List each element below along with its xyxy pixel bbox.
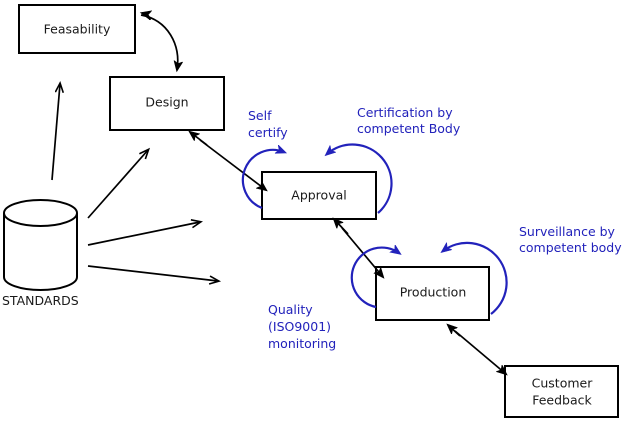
annotation-certification-line1: Certification by <box>357 105 453 120</box>
edge-design-to-feasability-down <box>140 14 178 70</box>
loop-certification-arc <box>327 143 393 214</box>
node-customer-feedback-label-line2: Feedback <box>532 393 592 408</box>
node-standards-label: STANDARDS <box>2 293 79 308</box>
loop-self-certify <box>241 150 284 210</box>
edge-standards-to-feasability <box>51 84 60 181</box>
edge-design-to-feasability <box>141 13 178 70</box>
annotation-quality-line3: monitoring <box>268 336 336 351</box>
edge-design-to-feasability-up <box>142 13 150 21</box>
annotation-surveillance-line1: Surveillance by <box>519 224 616 239</box>
loop-certification-by-competent-body <box>327 143 393 214</box>
annotation-quality-line2: (ISO9001) <box>268 319 331 334</box>
annotation-surveillance-by-competent-body: Surveillance by competent body <box>519 224 622 255</box>
node-customer-feedback-label-line1: Customer <box>532 376 594 391</box>
annotation-self-certify: Self certify <box>248 108 288 140</box>
edge-approval-to-design-up <box>190 132 208 146</box>
node-production-label: Production <box>400 285 467 300</box>
edge-standards-to-production <box>87 265 218 281</box>
annotation-self-certify-line1: Self <box>248 108 272 123</box>
edge-approval-to-production-down <box>341 227 383 277</box>
loop-surveillance-arc <box>443 243 508 315</box>
node-approval-box[interactable] <box>261 171 377 220</box>
edge-production-to-customer-feedback-down <box>454 330 506 374</box>
edge-approval-to-production <box>334 219 383 277</box>
edge-production-to-customer-feedback <box>448 325 506 374</box>
node-feasability-label: Feasability <box>44 22 111 37</box>
edge-approval-to-design <box>190 132 266 190</box>
annotation-quality-iso9001-monitoring: Quality (ISO9001) monitoring <box>268 302 336 351</box>
node-production-box[interactable] <box>375 266 490 321</box>
edge-approval-to-production-up <box>334 219 349 235</box>
node-design-box[interactable] <box>109 76 225 131</box>
node-approval[interactable]: Approval <box>261 171 377 220</box>
annotation-surveillance-line2: competent body <box>519 240 622 255</box>
edge-production-to-customer-feedback-up <box>448 325 461 337</box>
annotation-certification-by-competent-body: Certification by competent Body <box>357 105 461 136</box>
node-customer-feedback[interactable]: Customer Feedback <box>504 365 619 418</box>
annotation-quality-line1: Quality <box>268 302 313 317</box>
loop-surveillance <box>443 243 508 315</box>
node-feasability-box[interactable] <box>18 4 136 54</box>
annotation-certification-line2: competent Body <box>357 121 461 136</box>
edge-standards-to-design <box>87 150 148 219</box>
annotation-self-certify-line2: certify <box>248 125 288 140</box>
node-production[interactable]: Production <box>375 266 490 321</box>
loop-self-certify-arc <box>241 150 284 210</box>
node-standards[interactable]: STANDARDS <box>2 199 79 308</box>
edge-standards-to-approval <box>87 222 200 246</box>
node-design-label: Design <box>145 95 188 110</box>
node-customer-feedback-box[interactable] <box>504 365 619 418</box>
node-approval-label: Approval <box>291 188 346 203</box>
loop-quality-monitoring <box>350 248 399 309</box>
edge-approval-to-design-down <box>199 139 266 190</box>
node-design[interactable]: Design <box>109 76 225 131</box>
loop-quality-monitoring-arc <box>350 248 399 309</box>
node-feasability[interactable]: Feasability <box>18 4 136 54</box>
node-standards-cylinder-body[interactable] <box>3 213 78 291</box>
node-standards-cylinder-top[interactable] <box>3 199 78 227</box>
